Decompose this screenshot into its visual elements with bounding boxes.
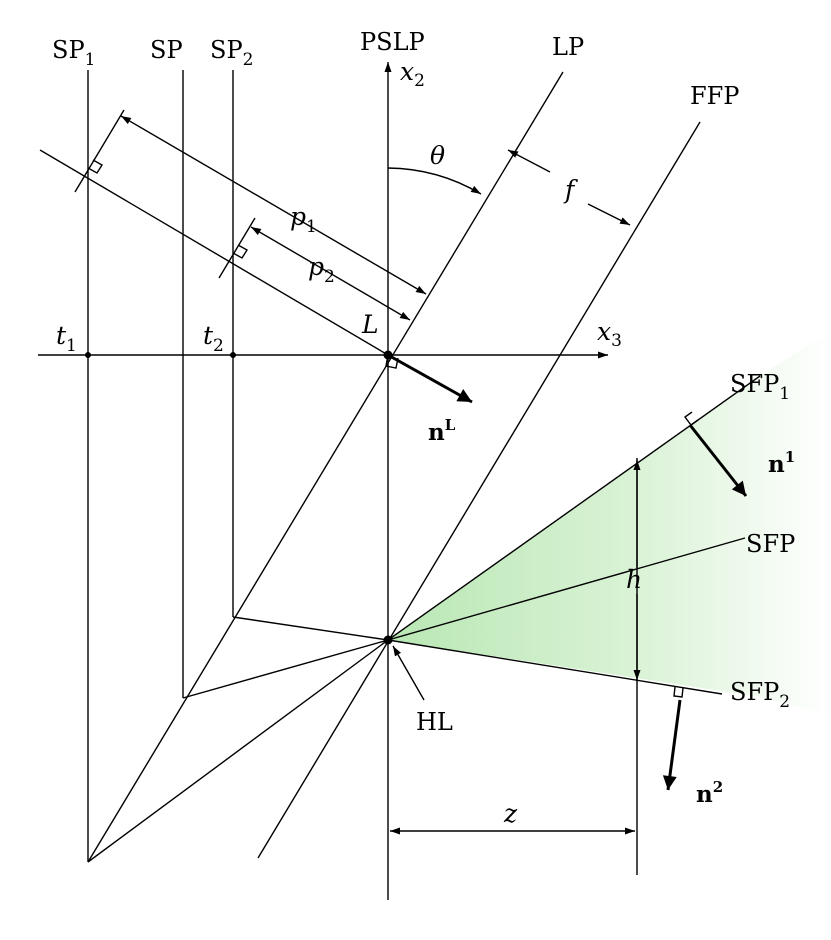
label-pslp: PSLP	[360, 28, 425, 56]
theta-arc	[387, 167, 482, 195]
label-p2: p2	[308, 252, 335, 287]
sp1-to-hl-line	[87, 639, 389, 863]
sp2-to-hl-line	[232, 616, 389, 641]
label-t2: t2	[203, 321, 224, 356]
sfp-line	[387, 537, 746, 641]
label-sfp1: SFP1	[730, 370, 790, 404]
sp-to-hl-line	[182, 639, 389, 699]
label-sp1: SP1	[52, 36, 95, 70]
label-sp: SP	[150, 36, 183, 64]
t1-point	[85, 352, 91, 358]
f-arrow-left	[507, 149, 551, 173]
t2-point	[230, 352, 236, 358]
label-h: h	[626, 565, 642, 594]
nl-vector	[387, 353, 473, 404]
label-f: f	[563, 175, 578, 204]
right-angle-sfp2	[673, 686, 684, 698]
label-sp2: SP2	[210, 36, 253, 70]
label-sfp2: SFP2	[730, 678, 790, 712]
sfp2-line	[387, 639, 723, 695]
label-hl: HL	[416, 708, 453, 736]
label-t1: t1	[56, 321, 77, 356]
right-angle-sfp1	[684, 411, 699, 426]
hl-pointer	[392, 645, 425, 701]
shaded-sector	[388, 330, 831, 715]
label-p1: p1	[290, 202, 317, 237]
label-x3: x3	[597, 317, 622, 351]
label-n2: n2	[696, 778, 723, 808]
label-l: L	[361, 310, 379, 339]
p1-extension	[74, 109, 125, 193]
label-theta: θ	[430, 141, 445, 170]
label-lp: LP	[552, 33, 584, 61]
label-sfp: SFP	[746, 530, 795, 558]
right-angle-l	[385, 354, 399, 369]
n2-vector	[662, 699, 682, 791]
right-angle-sp2	[232, 244, 248, 259]
label-x2: x2	[400, 57, 425, 91]
right-angle-sp1	[87, 159, 103, 174]
n1-vector	[688, 424, 748, 497]
p1-dimension	[120, 115, 427, 295]
ffp-line	[257, 121, 701, 859]
l-perpendicular-line	[39, 149, 389, 356]
l-point	[383, 350, 393, 360]
label-ffp: FFP	[690, 82, 739, 110]
hl-point	[383, 635, 393, 645]
label-z: z	[503, 799, 518, 828]
label-nl: nL	[428, 416, 456, 446]
lp-line	[87, 71, 564, 863]
f-arrow-right	[587, 203, 631, 226]
p2-dimension	[250, 226, 411, 321]
label-n1: n1	[768, 448, 795, 478]
p2-extension	[218, 217, 256, 279]
